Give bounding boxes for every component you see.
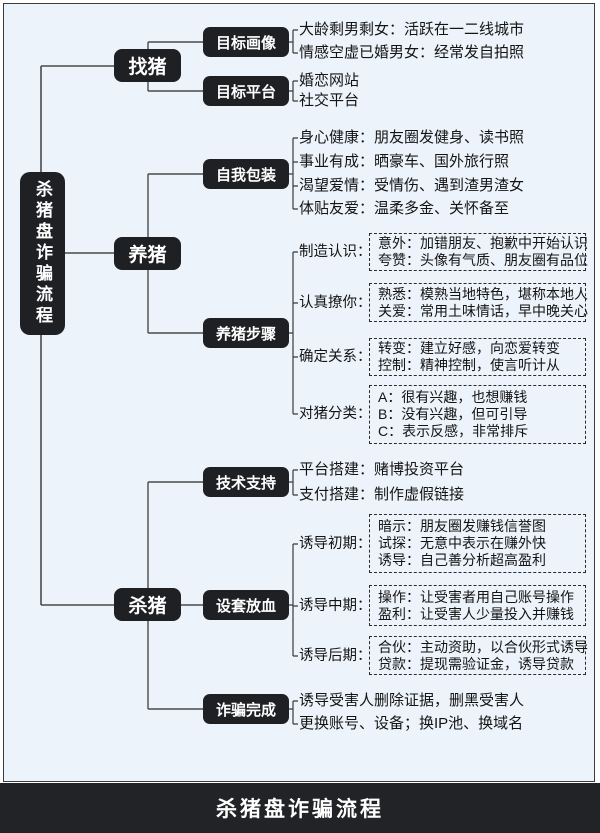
detail-line: 合伙：主动资助，以合伙形式诱导 bbox=[378, 638, 588, 655]
detail-line: 关爱：常用土味情话，早中晚关心 bbox=[378, 302, 588, 319]
detail-line: 夸赞：头像有气质、朋友圈有品位 bbox=[378, 252, 588, 268]
leaf-item: 社交平台 bbox=[299, 92, 360, 109]
detail-line: 暗示：朋友圈发赚钱信誉图 bbox=[378, 518, 546, 534]
group-label-confirm-relationship: 确定关系： bbox=[299, 349, 372, 365]
leaf-item: 婚恋网站 bbox=[299, 72, 360, 89]
leaf-item: 大龄剩男剩女：活跃在一二线城市 bbox=[299, 21, 525, 38]
branch-node-kill-pig: 杀猪 bbox=[114, 588, 181, 621]
leaf-item: 更换账号、设备；换IP池、换域名 bbox=[299, 715, 524, 732]
branch-node-find-pig: 找猪 bbox=[114, 49, 181, 82]
sub-node-target-platform: 目标平台 bbox=[203, 76, 289, 106]
group-label-classify-pigs: 对猪分类： bbox=[299, 406, 372, 422]
sub-node-target-profile: 目标画像 bbox=[203, 27, 289, 57]
detail-line: 操作：让受害者用自己账号操作 bbox=[378, 588, 574, 605]
sub-node-self-packaging: 自我包装 bbox=[203, 159, 289, 189]
detail-line: A：很有兴趣，也想赚钱 bbox=[378, 389, 528, 405]
detail-box-lure-middle: 操作：让受害者用自己账号操作 盈利：让受害人少量投入并赚钱 bbox=[369, 585, 586, 626]
group-label-lure-middle: 诱导中期： bbox=[299, 598, 372, 614]
group-label-lure-early: 诱导初期： bbox=[299, 536, 372, 552]
detail-box-classify-pigs: A：很有兴趣，也想赚钱 B：没有兴趣，但可引导 C：表示反感，非常排斥 bbox=[369, 385, 586, 444]
detail-box-lure-early: 暗示：朋友圈发赚钱信誉图 试探：无意中表示在赚外快 诱导：自己善分析超高盈利 bbox=[369, 514, 586, 573]
detail-line: 转变：建立好感，向恋爱转变 bbox=[378, 340, 560, 356]
leaf-item: 支付搭建：制作虚假链接 bbox=[299, 486, 465, 503]
detail-line: 试探：无意中表示在赚外快 bbox=[378, 535, 546, 551]
footer-bar: 杀猪盘诈骗流程 bbox=[0, 783, 600, 833]
leaf-item: 诱导受害人删除证据，删黑受害人 bbox=[299, 692, 525, 709]
leaf-item: 体贴友爱：温柔多金、关怀备至 bbox=[299, 200, 510, 217]
sub-node-scam-complete: 诈骗完成 bbox=[203, 694, 289, 724]
group-label-make-acquaintance: 制造认识： bbox=[299, 244, 372, 260]
detail-box-lure-late: 合伙：主动资助，以合伙形式诱导 贷款：提现需验证金，诱导贷款 bbox=[369, 636, 588, 675]
group-label-flirt-seriously: 认真撩你： bbox=[299, 295, 372, 311]
sub-node-tech-support: 技术支持 bbox=[203, 467, 289, 497]
detail-line: 意外：加错朋友、抱歉中开始认识 bbox=[378, 235, 588, 251]
detail-line: 贷款：提现需验证金，诱导贷款 bbox=[378, 655, 574, 672]
leaf-item: 情感空虚已婚男女：经常发自拍照 bbox=[299, 44, 525, 61]
detail-box-flirt-seriously: 熟悉：模熟当地特色，堪称本地人 关爱：常用土味情话，早中晚关心 bbox=[369, 283, 588, 322]
detail-line: 控制：精神控制，使言听计从 bbox=[378, 357, 560, 373]
detail-box-confirm-relationship: 转变：建立好感，向恋爱转变 控制：精神控制，使言听计从 bbox=[369, 338, 586, 376]
sub-node-set-trap: 设套放血 bbox=[203, 590, 289, 620]
sub-node-raising-steps: 养猪步骤 bbox=[203, 318, 289, 348]
branch-node-raise-pig: 养猪 bbox=[114, 237, 181, 270]
footer-title: 杀猪盘诈骗流程 bbox=[216, 798, 384, 821]
root-node: 杀猪盘诈骗流程 bbox=[20, 172, 65, 335]
detail-box-make-acquaintance: 意外：加错朋友、抱歉中开始认识 夸赞：头像有气质、朋友圈有品位 bbox=[369, 233, 588, 271]
leaf-item: 身心健康：朋友圈发健身、读书照 bbox=[299, 129, 525, 146]
leaf-item: 平台搭建：赌博投资平台 bbox=[299, 461, 465, 478]
detail-line: 诱导：自己善分析超高盈利 bbox=[378, 552, 546, 568]
leaf-item: 事业有成：晒豪车、国外旅行照 bbox=[299, 153, 510, 170]
detail-line: 熟悉：模熟当地特色，堪称本地人 bbox=[378, 285, 588, 302]
group-label-lure-late: 诱导后期： bbox=[299, 648, 372, 664]
detail-line: B：没有兴趣，但可引导 bbox=[378, 406, 528, 422]
detail-line: 盈利：让受害人少量投入并赚钱 bbox=[378, 605, 574, 622]
leaf-item: 渴望爱情：受情伤、遇到渣男渣女 bbox=[299, 177, 525, 194]
detail-line: C：表示反感，非常排斥 bbox=[378, 423, 529, 439]
